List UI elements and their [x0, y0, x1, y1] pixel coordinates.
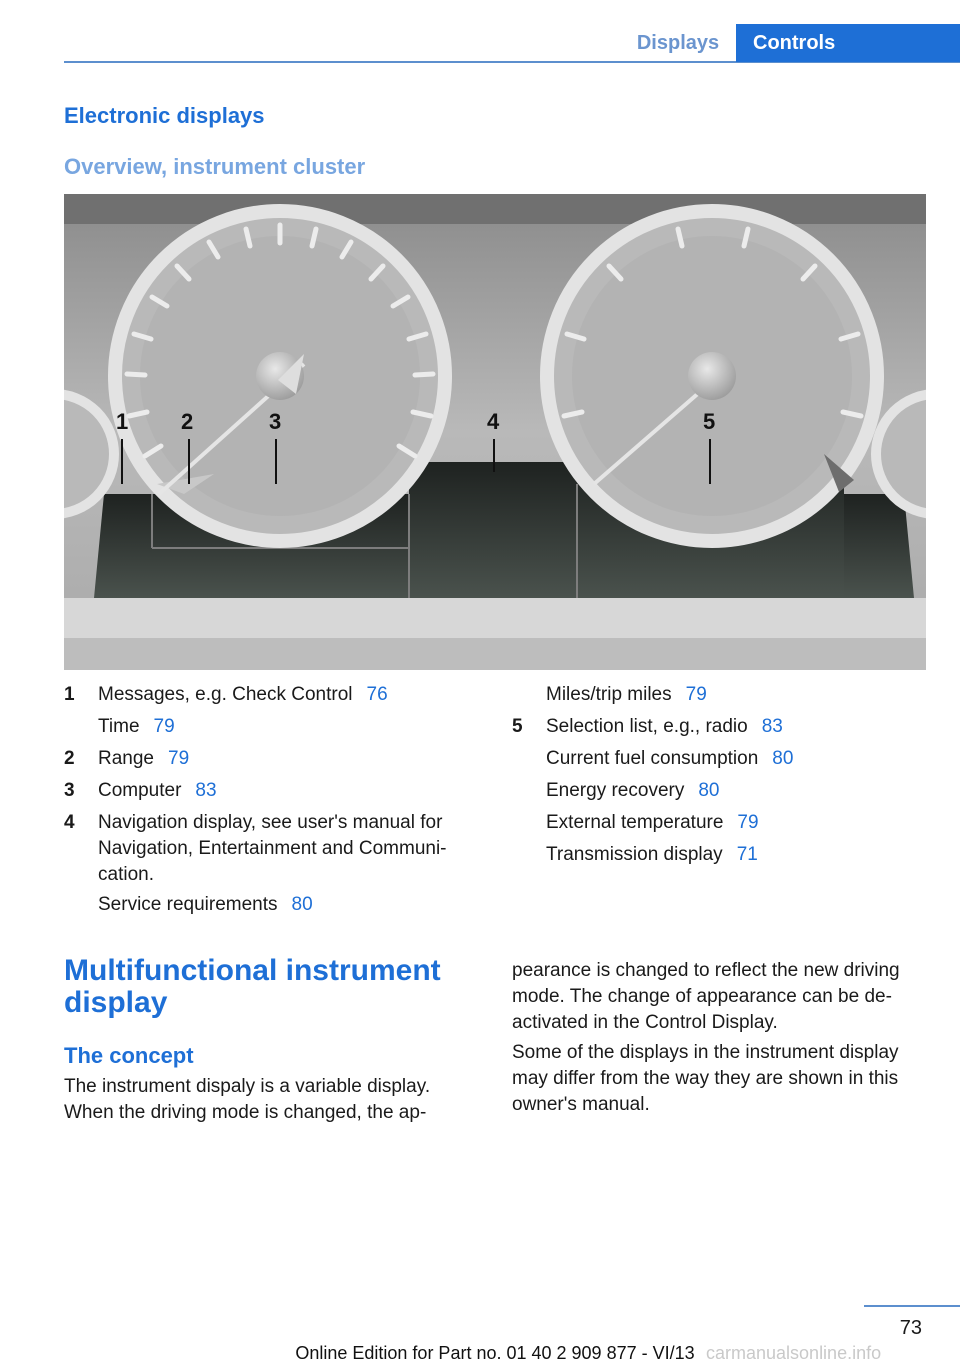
callout-3: 3: [269, 409, 281, 434]
watermark: carmanualsonline.info: [706, 1343, 882, 1363]
tab-controls[interactable]: Controls: [736, 24, 960, 62]
page-ref-link[interactable]: 76: [366, 684, 388, 705]
callout-5: 5: [703, 409, 715, 434]
page-ref-link[interactable]: 79: [153, 716, 175, 737]
legend-text: Transmission display: [546, 844, 723, 865]
header-rule: [64, 61, 960, 63]
page-ref-link[interactable]: 79: [685, 684, 707, 705]
paragraph-line: owner's manual.: [512, 1094, 650, 1115]
legend-number: 3: [64, 780, 75, 801]
callout-2: 2: [181, 409, 193, 434]
paragraph-line: mode. The change of appearance can be de…: [512, 986, 892, 1007]
paragraph-line: may differ from the way they are shown i…: [512, 1068, 899, 1089]
page-ref-link[interactable]: 79: [737, 812, 759, 833]
page-ref-link[interactable]: 80: [698, 780, 720, 801]
legend-number: 2: [64, 748, 75, 769]
legend-text: Range: [98, 748, 154, 769]
page-number-rule: [864, 1305, 960, 1307]
concept-paragraph-right: pearance is changed to reflect the new d…: [512, 958, 942, 1036]
legend-text: External temperature: [546, 812, 724, 833]
paragraph-line: pearance is changed to reflect the new d…: [512, 960, 900, 981]
callout-1: 1: [116, 409, 128, 434]
paragraph-line: Some of the displays in the instrument d…: [512, 1042, 899, 1063]
legend-text: Computer: [98, 780, 182, 801]
legend-text: Navigation, Entertainment and Communi-: [98, 838, 447, 859]
legend-text: Service requirements: [98, 894, 278, 915]
multifunctional-title-line: Multifunctional instrument: [64, 954, 441, 987]
page-ref-link[interactable]: 80: [772, 748, 794, 769]
tab-displays[interactable]: Displays: [636, 32, 720, 54]
legend-text: Current fuel consumption: [546, 748, 759, 769]
legend-text: Navigation display, see user's manual fo…: [98, 812, 443, 833]
paragraph-line: When the driving mode is changed, the ap…: [64, 1102, 427, 1123]
legend-text: Miles/trip miles: [546, 684, 672, 705]
concept-title: The concept: [64, 1043, 194, 1068]
page-ref-link[interactable]: 71: [736, 844, 758, 865]
instrument-cluster-figure: 1 2 3 4 5: [64, 194, 926, 670]
legend-text: Messages, e.g. Check Control: [98, 684, 353, 705]
page-number: 73: [899, 1317, 922, 1339]
page-ref-link[interactable]: 83: [761, 716, 783, 737]
page-ref-link[interactable]: 83: [195, 780, 217, 801]
concept-paragraph-left: The instrument dispaly is a variable dis…: [64, 1074, 494, 1126]
legend-number: 1: [64, 684, 75, 705]
paragraph-line: The instrument dispaly is a variable dis…: [64, 1076, 431, 1097]
section-title: Electronic displays: [64, 103, 265, 128]
section-subtitle: Overview, instrument cluster: [64, 154, 366, 179]
legend-number: 5: [512, 716, 523, 737]
legend-number: 4: [64, 812, 75, 833]
page-ref-link[interactable]: 79: [168, 748, 190, 769]
page-ref-link[interactable]: 80: [291, 894, 313, 915]
note-paragraph-right: Some of the displays in the instrument d…: [512, 1040, 942, 1118]
legend-text: cation.: [98, 864, 154, 885]
paragraph-line: activated in the Control Display.: [512, 1012, 778, 1033]
multifunctional-title-line: display: [64, 986, 168, 1019]
multifunctional-title: Multifunctional instrument display: [64, 955, 441, 1019]
legend-text: Selection list, e.g., radio: [546, 716, 748, 737]
callout-4: 4: [487, 409, 500, 434]
legend-text: Energy recovery: [546, 780, 685, 801]
legend-right: Miles/trip miles 79 5 Selection list, e.g…: [512, 682, 932, 882]
edition-footer: Online Edition for Part no. 01 40 2 909 …: [295, 1343, 695, 1363]
legend-text: Time: [98, 716, 140, 737]
